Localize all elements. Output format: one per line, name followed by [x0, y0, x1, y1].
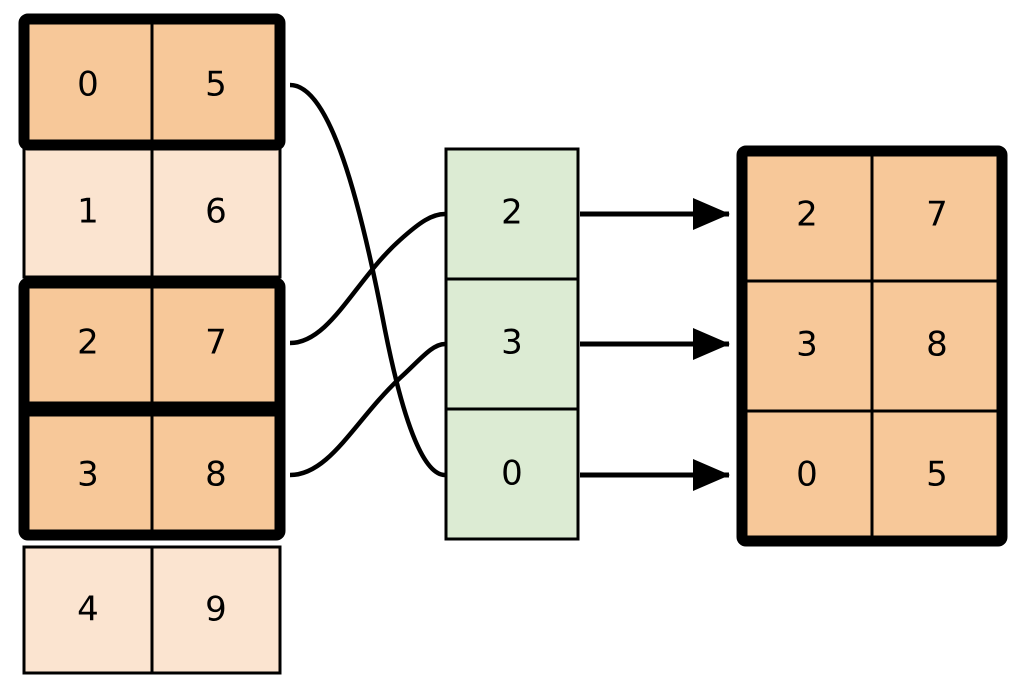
index-cell-0[interactable] [444, 147, 580, 281]
connector-row3-to-slot1 [289, 341, 446, 478]
source-cell-r4-c1[interactable] [150, 545, 282, 675]
result-value-r1-c0: 3 [796, 325, 818, 365]
index-cell-1[interactable] [444, 277, 580, 411]
source-value-r0-c1: 5 [205, 65, 227, 105]
source-row0-selection-outline [18, 13, 286, 151]
index-cell-2[interactable] [444, 407, 580, 541]
index-value-2: 0 [501, 454, 523, 494]
source-value-r0-c0: 0 [77, 65, 99, 105]
source-value-r4-c1: 9 [205, 590, 227, 630]
result-value-r2-c0: 0 [796, 455, 818, 495]
source-value-r1-c0: 1 [77, 192, 99, 232]
index-value-0: 2 [501, 193, 523, 233]
connector-row0-to-slot2 [289, 82, 446, 478]
index-value-1: 3 [501, 323, 523, 363]
result-cell-r1-c1[interactable] [870, 279, 1004, 413]
result-value-r2-c1: 5 [926, 455, 948, 495]
result-cell-r2-c1[interactable] [870, 409, 1004, 543]
source-value-r4-c0: 4 [77, 590, 99, 630]
source-value-r3-c1: 8 [205, 455, 227, 495]
result-table-outline [736, 145, 1008, 547]
connector-row2-to-slot0 [289, 211, 446, 346]
source-value-r3-c0: 3 [77, 455, 99, 495]
result-value-r0-c0: 2 [796, 195, 818, 235]
source-value-r2-c1: 7 [205, 323, 227, 363]
result-value-r0-c1: 7 [926, 195, 948, 235]
source-value-r2-c0: 2 [77, 323, 99, 363]
result-value-r1-c1: 8 [926, 325, 948, 365]
source-value-r1-c1: 6 [205, 192, 227, 232]
